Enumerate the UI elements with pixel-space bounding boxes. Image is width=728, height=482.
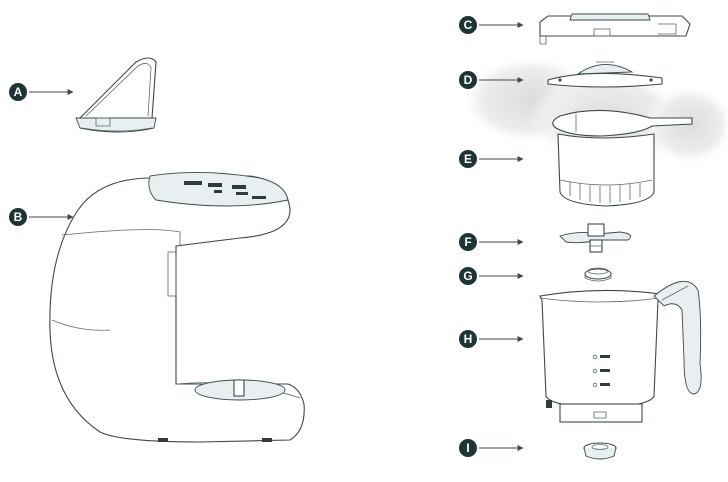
- part-f-blade: [559, 223, 632, 253]
- leader-arrows: [29, 22, 524, 451]
- part-a-lid-cover: [75, 57, 157, 133]
- callout-e: E: [459, 150, 477, 168]
- basket-slots: [569, 182, 641, 203]
- callout-h: H: [459, 330, 477, 348]
- callout-i: I: [459, 439, 477, 457]
- callout-g: G: [459, 267, 477, 285]
- part-b-main-base: [49, 171, 305, 443]
- part-e-steamer-basket: [552, 109, 693, 207]
- callout-a: A: [9, 83, 27, 101]
- measurement-marks: [592, 354, 610, 388]
- callout-f: F: [459, 233, 477, 251]
- part-i-coupling: [583, 442, 617, 460]
- callout-d: D: [459, 71, 477, 89]
- callout-c: C: [459, 16, 477, 34]
- part-d-steam-cover: [547, 61, 663, 88]
- part-g-seal-ring: [584, 267, 612, 282]
- callout-b: B: [9, 208, 27, 226]
- part-h-jug: [539, 281, 702, 423]
- part-c-top-lid: [539, 13, 691, 45]
